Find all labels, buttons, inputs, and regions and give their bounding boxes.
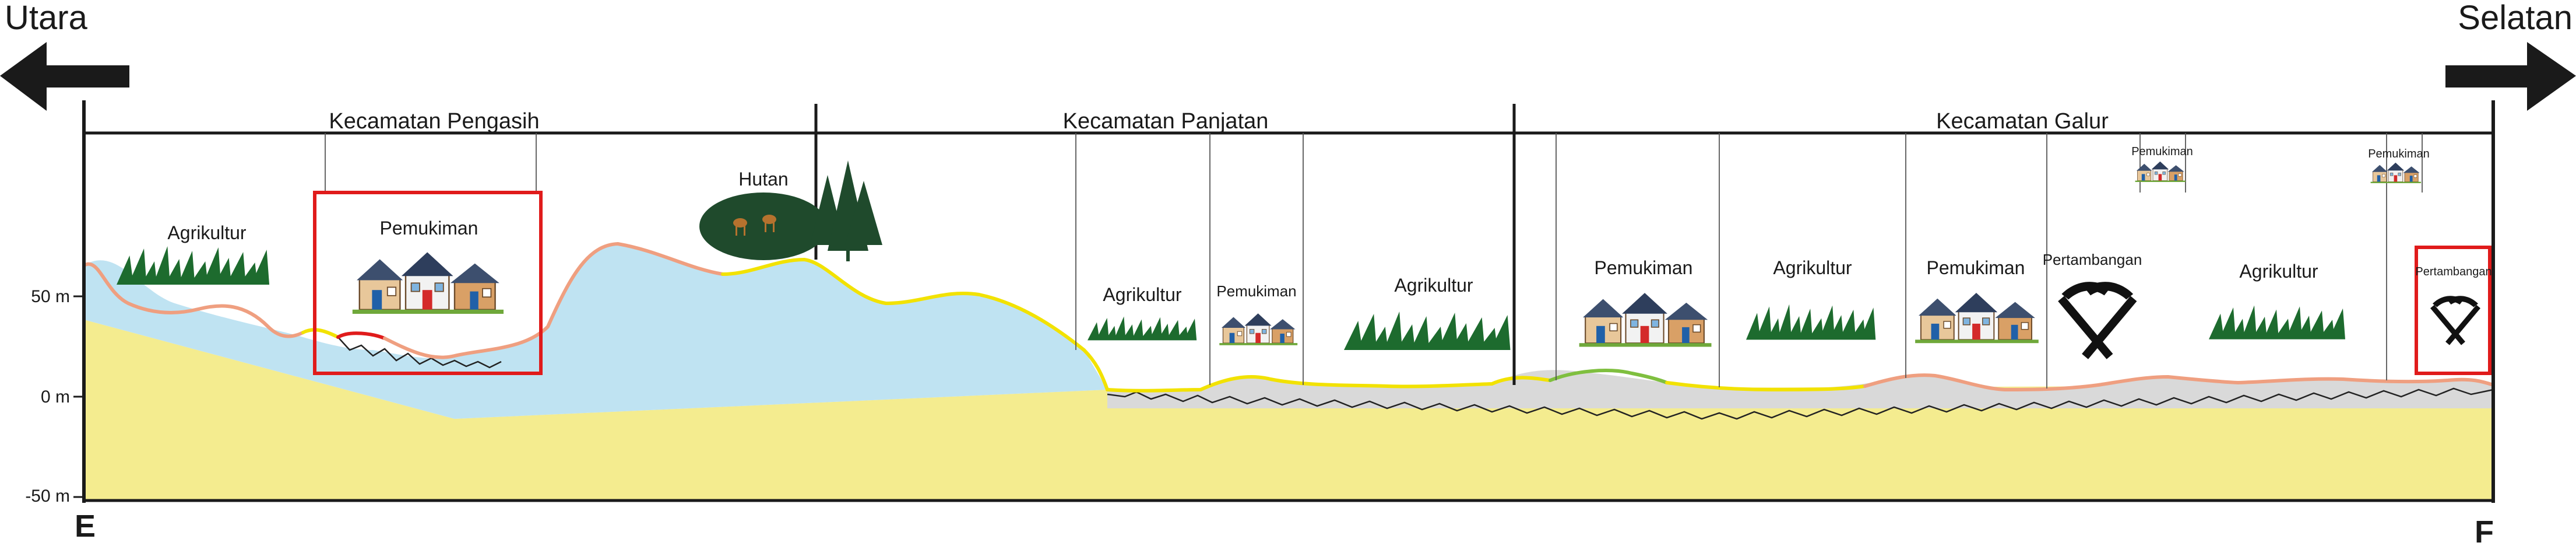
grass-icon xyxy=(1344,312,1511,350)
south-label: Selatan xyxy=(2458,0,2573,37)
highlight-box-pengasih xyxy=(313,191,543,375)
grass-icon xyxy=(1088,316,1197,341)
house-icon xyxy=(1219,313,1298,346)
grass-icon xyxy=(1746,304,1876,340)
house-icon xyxy=(2370,162,2422,184)
elevation-tick-0: 0 m xyxy=(41,387,70,407)
district-panjatan-label: Kecamatan Panjatan xyxy=(1063,109,1269,134)
endpoint-end-label: F xyxy=(2475,514,2494,546)
zone-pertambangan-2-label: Pertambangan xyxy=(2415,265,2491,278)
pickaxe-icon xyxy=(2430,296,2480,345)
zone-agrikultur-1: Agrikultur xyxy=(117,222,270,285)
zone-agrikultur-4-label: Agrikultur xyxy=(1773,257,1852,278)
house-icon xyxy=(351,251,505,315)
sand-layer xyxy=(84,320,2493,499)
endpoint-start-label: E xyxy=(75,509,96,544)
grass-icon xyxy=(117,246,270,285)
zone-agrikultur-3-label: Agrikultur xyxy=(1394,275,1473,296)
forest-icon xyxy=(699,160,882,261)
north-arrow: Utara xyxy=(0,0,129,111)
zone-agrikultur-3: Agrikultur xyxy=(1344,275,1511,350)
pickaxe-icon xyxy=(2058,282,2137,359)
house-icon xyxy=(1915,292,2039,344)
arrow-right-icon xyxy=(2445,42,2576,111)
zone-agrikultur-4: Agrikultur xyxy=(1746,257,1876,340)
zone-agrikultur-2: Agrikultur xyxy=(1088,284,1197,341)
district-galur-label: Kecamatan Galur xyxy=(1936,109,2109,134)
zone-pertambangan-2: Pertambangan xyxy=(2415,265,2492,345)
zone-pertambangan-1-label: Pertambangan xyxy=(2043,251,2142,268)
elevation-tick-minus50: -50 m xyxy=(25,487,70,506)
lagoon-jagged-line xyxy=(337,337,502,369)
zone-pemukiman-2: Pemukiman xyxy=(1216,282,1298,346)
zone-pemukiman-5: Pemukiman xyxy=(2131,145,2193,183)
zone-pemukiman-6-label: Pemukiman xyxy=(2368,148,2430,160)
elevation-tick-50: 50 m xyxy=(31,287,70,306)
arrow-left-icon xyxy=(0,42,129,111)
house-icon xyxy=(1578,292,1712,348)
axis-frame xyxy=(73,100,2495,503)
zone-pemukiman-2-label: Pemukiman xyxy=(1216,282,1296,300)
zone-agrikultur-5: Agrikultur xyxy=(2209,261,2345,340)
zone-pemukiman-3: Pemukiman xyxy=(1578,257,1712,348)
zone-pemukiman-6: Pemukiman xyxy=(2368,148,2430,184)
surface-profile xyxy=(82,242,2495,393)
zone-pemukiman-4-label: Pemukiman xyxy=(1927,257,2025,278)
house-icon xyxy=(2135,161,2186,183)
zone-pemukiman-4: Pemukiman xyxy=(1915,257,2039,344)
zone-pemukiman-3-label: Pemukiman xyxy=(1595,257,1693,278)
zone-pemukiman-1-label: Pemukiman xyxy=(380,218,478,239)
zone-hutan: Hutan xyxy=(699,160,882,261)
zone-pemukiman-1: Pemukiman xyxy=(351,218,505,315)
zone-pemukiman-5-label: Pemukiman xyxy=(2131,145,2193,158)
jagged-base-line xyxy=(1107,387,2494,420)
district-pengasih-label: Kecamatan Pengasih xyxy=(329,109,539,134)
zone-agrikultur-2-label: Agrikultur xyxy=(1103,284,1182,305)
zone-agrikultur-5-label: Agrikultur xyxy=(2239,261,2318,282)
south-arrow: Selatan xyxy=(2445,0,2576,111)
grass-icon xyxy=(2209,305,2345,340)
north-label: Utara xyxy=(5,0,88,37)
zone-pertambangan-1: Pertambangan xyxy=(2043,251,2142,359)
highlight-box-galur xyxy=(2415,246,2491,375)
zone-agrikultur-1-label: Agrikultur xyxy=(167,222,247,243)
zone-hutan-label: Hutan xyxy=(738,169,788,190)
zone-dividers xyxy=(325,133,2423,388)
